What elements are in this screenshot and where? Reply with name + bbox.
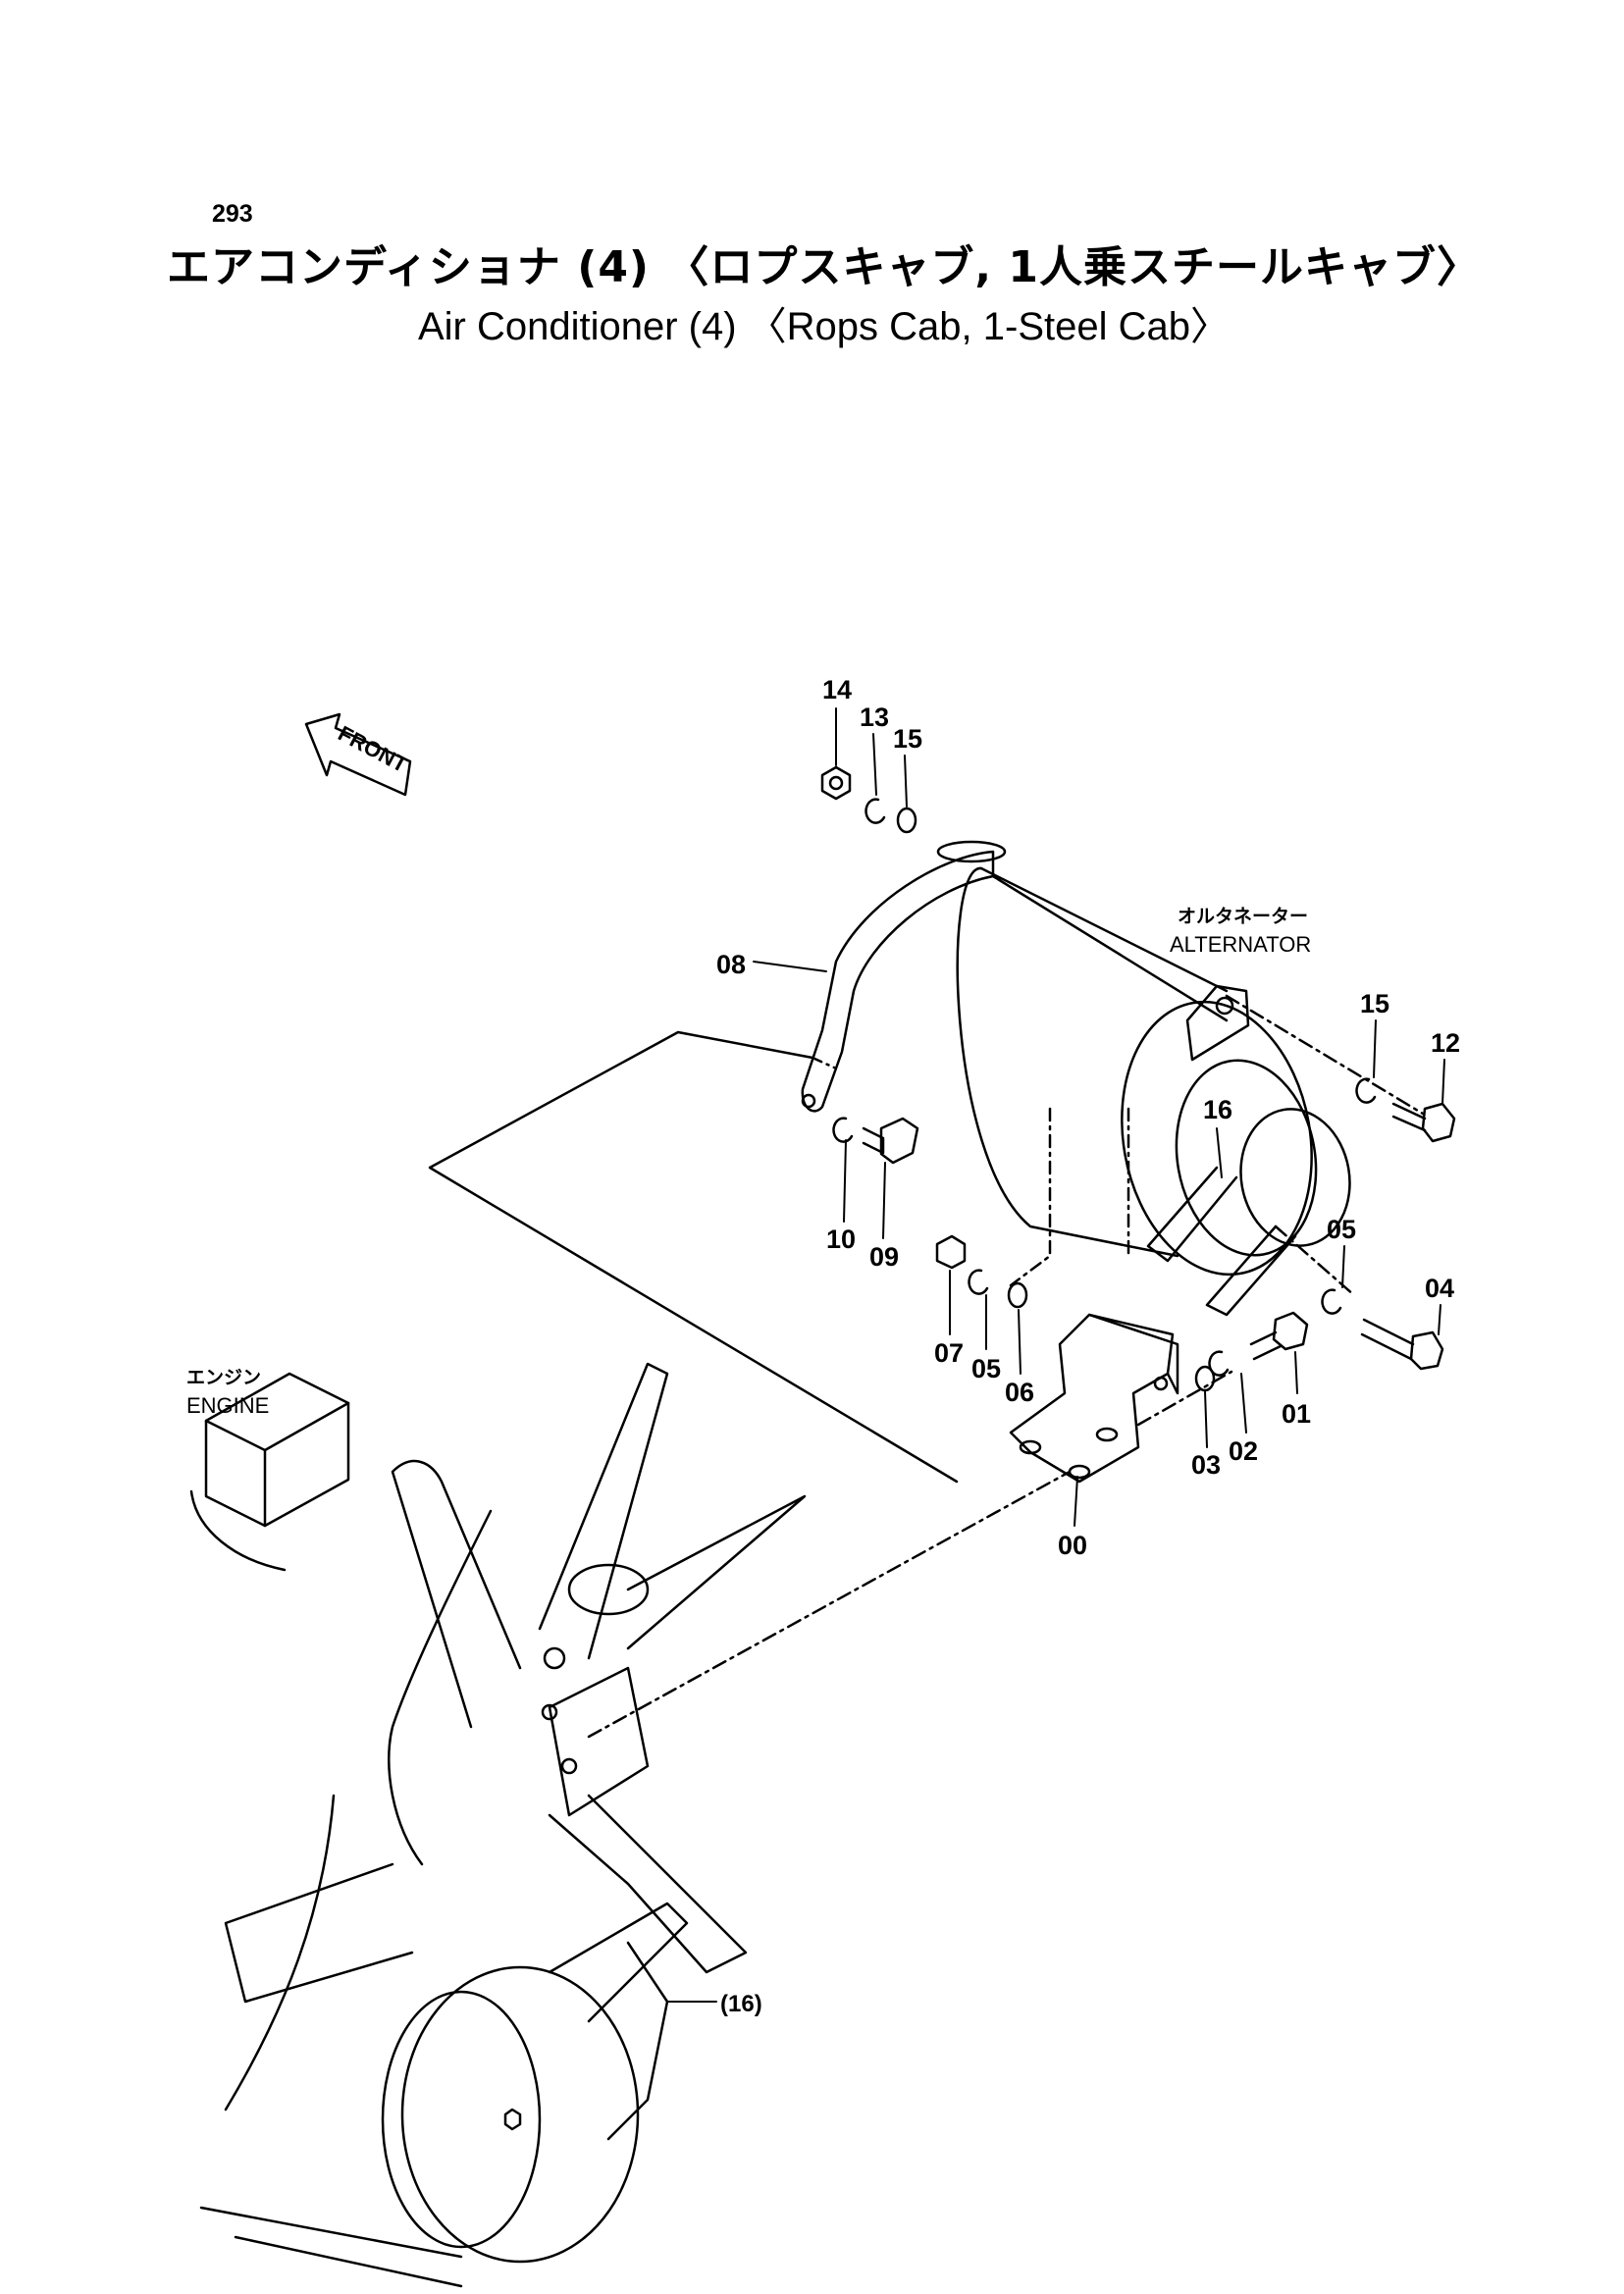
callout-16-belt: (16) bbox=[720, 1991, 762, 2017]
bolt-01 bbox=[1249, 1311, 1309, 1361]
bolt-04 bbox=[1360, 1318, 1444, 1371]
nut-07 bbox=[935, 1234, 967, 1270]
bracket-00 bbox=[1009, 1313, 1179, 1484]
spring-washer-13 bbox=[864, 798, 886, 824]
callout-07: 07 bbox=[934, 1338, 964, 1368]
crank-pulley bbox=[199, 1794, 689, 2288]
callout-15-top: 15 bbox=[893, 724, 922, 754]
alternator-label-en: ALTERNATOR bbox=[1170, 932, 1311, 957]
fan-assembly bbox=[224, 1362, 807, 2004]
callout-15-right: 15 bbox=[1360, 989, 1389, 1018]
spring-washer-05-right bbox=[1321, 1288, 1342, 1315]
callout-01: 01 bbox=[1282, 1399, 1311, 1429]
alternator-belt bbox=[1146, 1166, 1297, 1317]
callout-05-left: 05 bbox=[971, 1354, 1001, 1383]
callout-04: 04 bbox=[1425, 1274, 1454, 1303]
page-number: 293 bbox=[212, 200, 253, 228]
leader-lines bbox=[666, 707, 1445, 2003]
spring-washer-10 bbox=[832, 1117, 854, 1143]
bracket-08 bbox=[801, 840, 1007, 1113]
bolt-12 bbox=[1391, 1102, 1456, 1143]
callout-10: 10 bbox=[826, 1225, 856, 1254]
callout-03: 03 bbox=[1191, 1450, 1221, 1480]
nut-14 bbox=[820, 765, 852, 801]
callout-09: 09 bbox=[869, 1242, 899, 1272]
spring-washer-15-right bbox=[1355, 1077, 1377, 1104]
washer-15-top bbox=[896, 807, 917, 834]
callout-13: 13 bbox=[860, 703, 889, 732]
bolt-09 bbox=[862, 1117, 919, 1165]
mounting-plane bbox=[428, 1030, 959, 1484]
page-title-japanese: エアコンディショナ (4) 〈ロプスキャブ, 1人乗スチールキャブ〉 bbox=[166, 242, 1482, 292]
callout-08: 08 bbox=[716, 950, 746, 979]
alternator-label-jp: オルタネーター bbox=[1178, 906, 1308, 927]
washer-03 bbox=[1194, 1365, 1216, 1392]
engine-label-en: ENGINE bbox=[186, 1393, 269, 1418]
front-arrow-icon: FRONT bbox=[304, 712, 412, 797]
callout-14: 14 bbox=[822, 675, 852, 704]
page-title-english: Air Conditioner (4) 〈Rops Cab, 1-Steel C… bbox=[417, 305, 1230, 348]
engine-block bbox=[189, 1372, 350, 1572]
callout-12: 12 bbox=[1431, 1028, 1460, 1058]
engine-label-jp: エンジン bbox=[186, 1367, 261, 1388]
callout-06: 06 bbox=[1005, 1378, 1034, 1407]
callout-05-right: 05 bbox=[1327, 1215, 1356, 1244]
callout-00: 00 bbox=[1058, 1531, 1087, 1560]
washer-06 bbox=[1007, 1281, 1028, 1309]
alternator bbox=[956, 866, 1351, 1287]
spring-washer-05-left bbox=[968, 1269, 989, 1295]
callout-02: 02 bbox=[1229, 1436, 1258, 1466]
callout-16: 16 bbox=[1203, 1095, 1232, 1124]
